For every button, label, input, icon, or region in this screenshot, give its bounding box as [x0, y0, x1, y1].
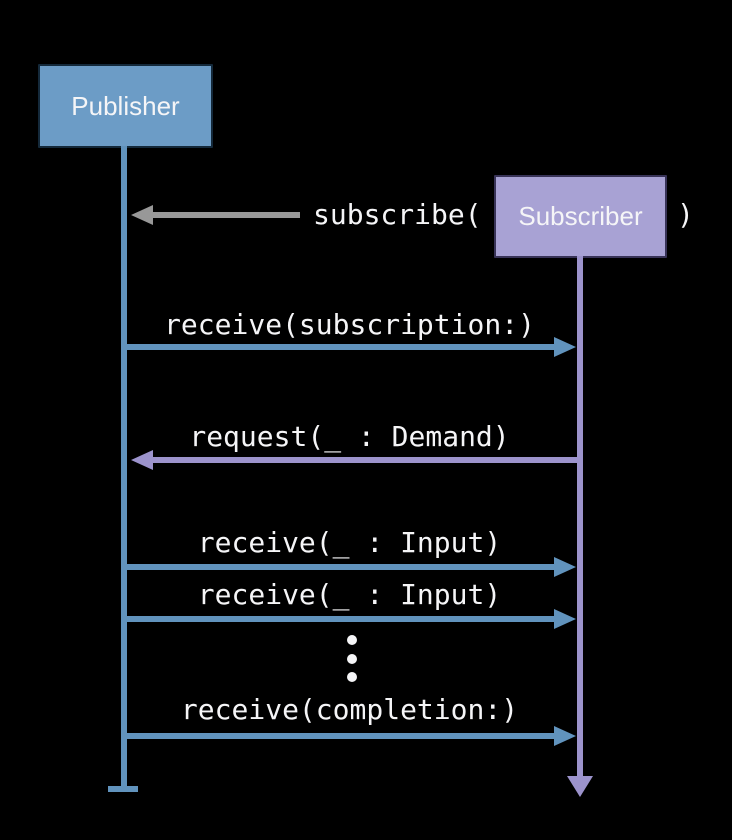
request-demand-arrowhead-icon	[131, 450, 153, 470]
receive-input-2-label: receive(_ : Input)	[197, 578, 502, 611]
receive-subscription-label: receive(subscription:)	[164, 308, 535, 341]
publisher-box: Publisher	[38, 64, 213, 148]
receive-input-1-arrowhead-icon	[554, 557, 576, 577]
publisher-lifeline-terminator	[108, 786, 138, 792]
receive-subscription-arrow-line	[124, 344, 554, 350]
subscriber-box: Subscriber	[494, 175, 667, 258]
receive-subscription-arrowhead-icon	[554, 337, 576, 357]
subscribe-arrow-line	[153, 212, 300, 218]
publisher-lifeline	[121, 146, 127, 790]
ellipsis-dot	[347, 635, 357, 645]
subscribe-label-suffix: )	[677, 198, 694, 231]
receive-completion-arrowhead-icon	[554, 726, 576, 746]
receive-input-1-label: receive(_ : Input)	[197, 526, 502, 559]
ellipsis-dot	[347, 654, 357, 664]
publisher-label: Publisher	[71, 90, 180, 121]
ellipsis-dot	[347, 672, 357, 682]
request-demand-label: request(_ : Demand)	[189, 420, 510, 453]
subscriber-label: Subscriber	[518, 201, 643, 231]
subscriber-lifeline	[577, 256, 583, 776]
subscriber-lifeline-arrowhead-icon	[567, 776, 593, 797]
receive-input-2-arrow-line	[124, 616, 554, 622]
subscribe-label: subscribe(	[313, 198, 482, 231]
receive-input-1-arrow-line	[124, 564, 554, 570]
request-demand-arrow-line	[153, 457, 580, 463]
subscribe-arrowhead-icon	[131, 205, 153, 225]
receive-completion-label: receive(completion:)	[180, 693, 519, 726]
receive-input-2-arrowhead-icon	[554, 609, 576, 629]
receive-completion-arrow-line	[124, 733, 554, 739]
